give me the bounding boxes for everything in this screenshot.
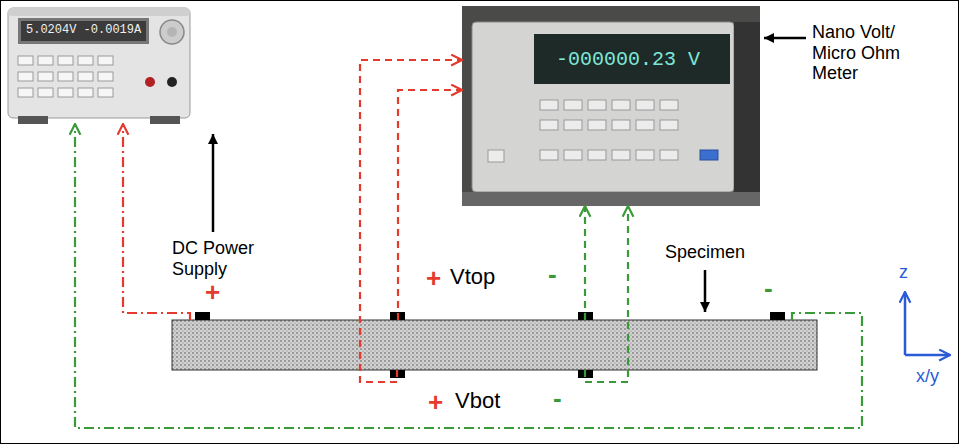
power-supply-drawing: [58, 56, 73, 65]
nanovoltmeter-drawing: [488, 100, 678, 162]
power-supply-drawing: [8, 8, 190, 124]
power-supply-drawing: [58, 72, 73, 81]
nanovoltmeter-drawing: [660, 120, 678, 130]
power-supply-drawing: [78, 88, 93, 97]
power-supply-drawing: [98, 72, 113, 81]
power-supply-drawing: [38, 72, 53, 81]
nanovoltmeter-drawing: [462, 6, 760, 206]
power-supply-drawing: [98, 56, 113, 65]
display-readout: -000000.23 V: [548, 44, 708, 75]
polarity-sign: -: [551, 384, 564, 414]
power-supply-drawing: [150, 116, 180, 124]
nanovoltmeter-drawing: [588, 100, 606, 110]
signal-name: Vbot: [455, 388, 500, 413]
power-supply-drawing: [167, 77, 177, 87]
specimen-bar: Specimen: [172, 320, 817, 370]
leader-arrow: [213, 38, 806, 312]
specimen-drawing: [172, 312, 817, 378]
axis-arrows: [905, 292, 950, 355]
nanovoltmeter-drawing: [660, 100, 678, 110]
power-supply-drawing: [145, 77, 155, 87]
leader-arrow: [704, 270, 707, 312]
power-supply-drawing: [38, 56, 53, 65]
polarity-sign: +: [426, 388, 445, 418]
nanovoltmeter-drawing: [540, 100, 558, 110]
leader-arrow: [764, 37, 806, 40]
nanovoltmeter-drawing: [540, 120, 558, 130]
specimen-drawing: [770, 312, 785, 320]
axis-label: x/y: [916, 366, 939, 387]
polarity-sign: -: [762, 274, 775, 304]
nanovoltmeter-drawing: [462, 192, 760, 206]
wire: [75, 124, 862, 428]
display-readout: 5.0204V -0.0019A: [18, 18, 149, 44]
specimen-drawing: [195, 312, 785, 378]
power-supply-drawing: [160, 20, 184, 44]
polarity-sign: +: [424, 264, 443, 294]
power-supply: 5.0204V -0.0019ADC Power Supply: [8, 8, 190, 124]
power-supply-drawing: [18, 56, 33, 65]
power-supply-drawing: [8, 8, 190, 16]
nanovoltmeter-drawing: [660, 150, 678, 160]
specimen-drawing: [172, 320, 817, 370]
power-supply-drawing: [18, 88, 33, 97]
nanovoltmeter-drawing: [564, 120, 582, 130]
axis-label: z: [899, 262, 908, 283]
nanovoltmeter-drawing: [612, 150, 630, 160]
nanovoltmeter-drawing: [540, 150, 558, 160]
polarity-sign: +: [203, 278, 222, 308]
wire: [584, 206, 586, 320]
axis-arrows: [905, 354, 950, 357]
signal-name: Vtop: [450, 264, 495, 289]
power-supply-drawing: [8, 8, 190, 118]
nanovoltmeter-drawing: [612, 100, 630, 110]
power-supply-drawing: [78, 72, 93, 81]
nanovoltmeter-drawing: [612, 120, 630, 130]
nanovoltmeter-drawing: [588, 120, 606, 130]
wire: [585, 206, 628, 382]
nanovoltmeter-drawing: [462, 6, 760, 206]
nanovoltmeter-drawing: [636, 100, 654, 110]
nanovoltmeter-drawing: [472, 22, 734, 192]
power-supply-drawing: [18, 116, 48, 124]
power-supply-drawing: [78, 56, 93, 65]
nanovoltmeter-drawing: [588, 150, 606, 160]
nanovoltmeter-drawing: [636, 120, 654, 130]
specimen-drawing: [195, 312, 210, 320]
nanovoltmeter-drawing: [488, 150, 504, 162]
device-label: DC Power Supply: [172, 238, 272, 279]
nanovoltmeter-drawing: [700, 150, 718, 160]
nanovoltmeter: -000000.23 VNano Volt/ Micro Ohm Meter: [462, 6, 760, 206]
wire: [123, 124, 190, 320]
wire: [360, 60, 462, 382]
nanovoltmeter-drawing: [564, 150, 582, 160]
polarity-sign: -: [546, 260, 559, 290]
nanovoltmeter-drawing: [636, 150, 654, 160]
power-supply-drawing: [38, 88, 53, 97]
power-supply-drawing: [18, 56, 113, 97]
nanovoltmeter-drawing: [564, 100, 582, 110]
leader-arrow: [212, 134, 215, 232]
nanovoltmeter-drawing: [734, 22, 760, 192]
power-supply-drawing: [58, 88, 73, 97]
power-supply-drawing: [18, 72, 33, 81]
power-supply-drawing: [98, 88, 113, 97]
part-label: Specimen: [665, 242, 745, 263]
nanovoltmeter-drawing: [534, 34, 730, 84]
axis-arrows: [904, 292, 907, 355]
power-supply-drawing: [167, 27, 177, 37]
device-label: Nano Volt/ Micro Ohm Meter: [812, 22, 924, 84]
